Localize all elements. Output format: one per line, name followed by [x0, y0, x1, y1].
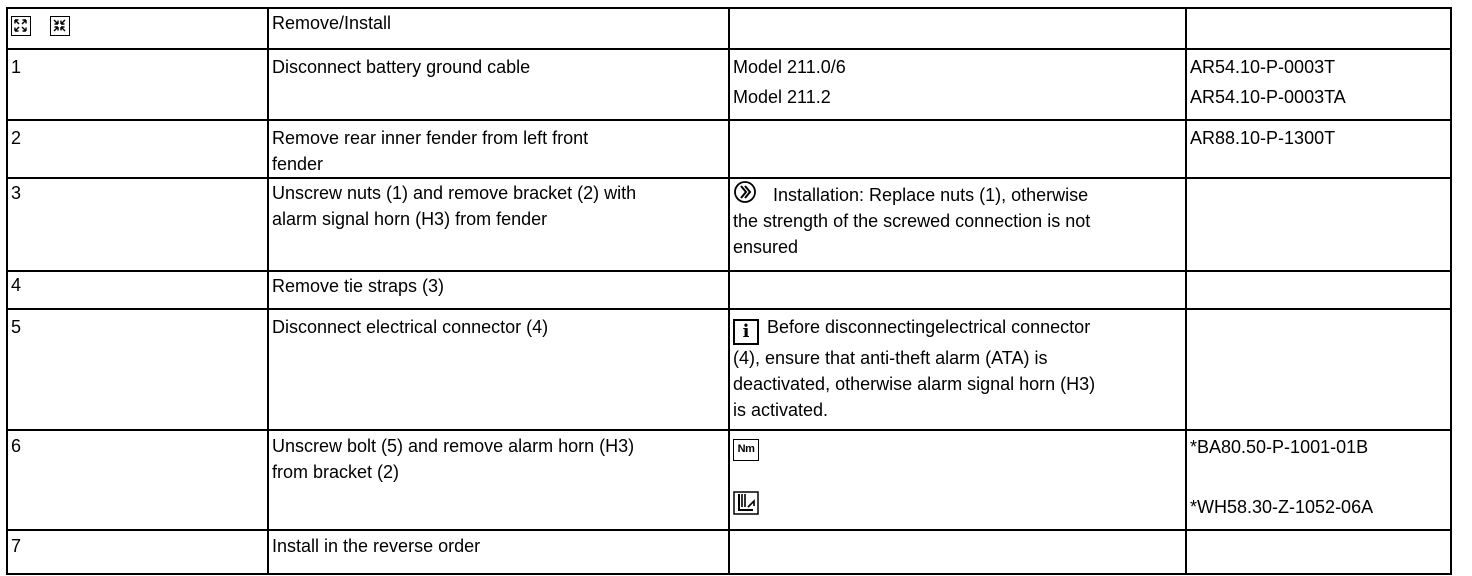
step-refs: AR54.10-P-0003T AR54.10-P-0003TA — [1185, 48, 1452, 121]
doc-reference-link[interactable]: *BA80.50-P-1001-01B — [1190, 437, 1369, 457]
step-notes: i Before disconnectingelectrical connecto… — [728, 308, 1187, 431]
model-label: Model 211.2 — [733, 87, 831, 107]
action-line: Unscrew bolt (5) and remove alarm horn (… — [272, 436, 635, 456]
model-label: Model 211.0/6 — [733, 57, 846, 77]
step-action: Remove tie straps (3) — [267, 270, 730, 310]
action-line: Unscrew nuts (1) and remove bracket (2) … — [272, 183, 637, 203]
info-icon: i — [733, 319, 759, 345]
step-row: 3 Unscrew nuts (1) and remove bracket (2… — [6, 177, 1452, 272]
action-line: from bracket (2) — [272, 462, 400, 482]
doc-reference-link[interactable]: *WH58.30-Z-1052-06A — [1190, 497, 1374, 517]
step-action: Install in the reverse order — [267, 529, 730, 575]
header-icons-cell — [6, 7, 269, 50]
step-row: 6 Unscrew bolt (5) and remove alarm horn… — [6, 429, 1452, 531]
installation-note-text: Installation: Replace nuts (1), otherwis… — [773, 185, 1089, 205]
installation-note-line: Installation: Replace nuts (1), otherwis… — [733, 180, 1182, 208]
note-line: is activated. — [733, 400, 829, 420]
step-action: Unscrew bolt (5) and remove alarm horn (… — [267, 429, 730, 531]
step-refs: AR88.10-P-1300T — [1185, 119, 1452, 179]
special-tool-icon[interactable] — [733, 491, 759, 515]
note-line: the strength of the screwed connection i… — [733, 211, 1091, 231]
procedure-table: Remove/Install 1 Disconnect battery grou… — [6, 7, 1452, 575]
step-refs — [1185, 177, 1452, 272]
step-notes: Nm — [728, 429, 1187, 531]
step-number: 6 — [6, 429, 269, 531]
collapse-view-icon[interactable] — [50, 16, 71, 37]
step-action: Disconnect battery ground cable — [267, 48, 730, 121]
step-refs — [1185, 308, 1452, 431]
header-title: Remove/Install — [267, 7, 730, 50]
step-refs — [1185, 529, 1452, 575]
note-line: ensured — [733, 237, 799, 257]
header-refs-cell — [1185, 7, 1452, 50]
step-number: 5 — [6, 308, 269, 431]
step-row: 1 Disconnect battery ground cable Model … — [6, 48, 1452, 121]
torque-icon[interactable]: Nm — [733, 439, 759, 461]
action-line: Install in the reverse order — [272, 536, 481, 556]
step-row: 7 Install in the reverse order — [6, 529, 1452, 575]
info-note-line: i Before disconnectingelectrical connecto… — [733, 314, 1182, 345]
step-notes — [728, 119, 1187, 179]
step-row: 4 Remove tie straps (3) — [6, 270, 1452, 310]
doc-reference-link[interactable]: AR54.10-P-0003T — [1190, 57, 1336, 77]
step-number: 2 — [6, 119, 269, 179]
step-refs: *BA80.50-P-1001-01B *WH58.30-Z-1052-06A — [1185, 429, 1452, 531]
doc-reference-link[interactable]: AR88.10-P-1300T — [1190, 128, 1336, 148]
step-row: 2 Remove rear inner fender from left fro… — [6, 119, 1452, 179]
note-line: (4), ensure that anti-theft alarm (ATA) … — [733, 348, 1048, 368]
note-line: deactivated, otherwise alarm signal horn… — [733, 374, 1096, 394]
action-line: fender — [272, 154, 324, 174]
step-notes: Model 211.0/6 Model 211.2 — [728, 48, 1187, 121]
action-line: Remove rear inner fender from left front — [272, 128, 589, 148]
step-notes: Installation: Replace nuts (1), otherwis… — [728, 177, 1187, 272]
step-number: 7 — [6, 529, 269, 575]
expand-view-icon[interactable] — [11, 16, 31, 37]
action-line: Remove tie straps (3) — [272, 276, 445, 296]
step-action: Unscrew nuts (1) and remove bracket (2) … — [267, 177, 730, 272]
header-notes-cell — [728, 7, 1187, 50]
installation-icon — [733, 180, 759, 204]
step-number: 1 — [6, 48, 269, 121]
step-notes — [728, 529, 1187, 575]
header-row: Remove/Install — [6, 7, 1452, 50]
step-notes — [728, 270, 1187, 310]
step-refs — [1185, 270, 1452, 310]
step-number: 4 — [6, 270, 269, 310]
action-line: alarm signal horn (H3) from fender — [272, 209, 548, 229]
step-action: Disconnect electrical connector (4) — [267, 308, 730, 431]
step-action: Remove rear inner fender from left front… — [267, 119, 730, 179]
step-number: 3 — [6, 177, 269, 272]
info-note-text: Before disconnectingelectrical connector — [767, 317, 1091, 337]
action-line: Disconnect electrical connector (4) — [272, 317, 549, 337]
action-line: Disconnect battery ground cable — [272, 57, 531, 77]
doc-reference-link[interactable]: AR54.10-P-0003TA — [1190, 87, 1346, 107]
